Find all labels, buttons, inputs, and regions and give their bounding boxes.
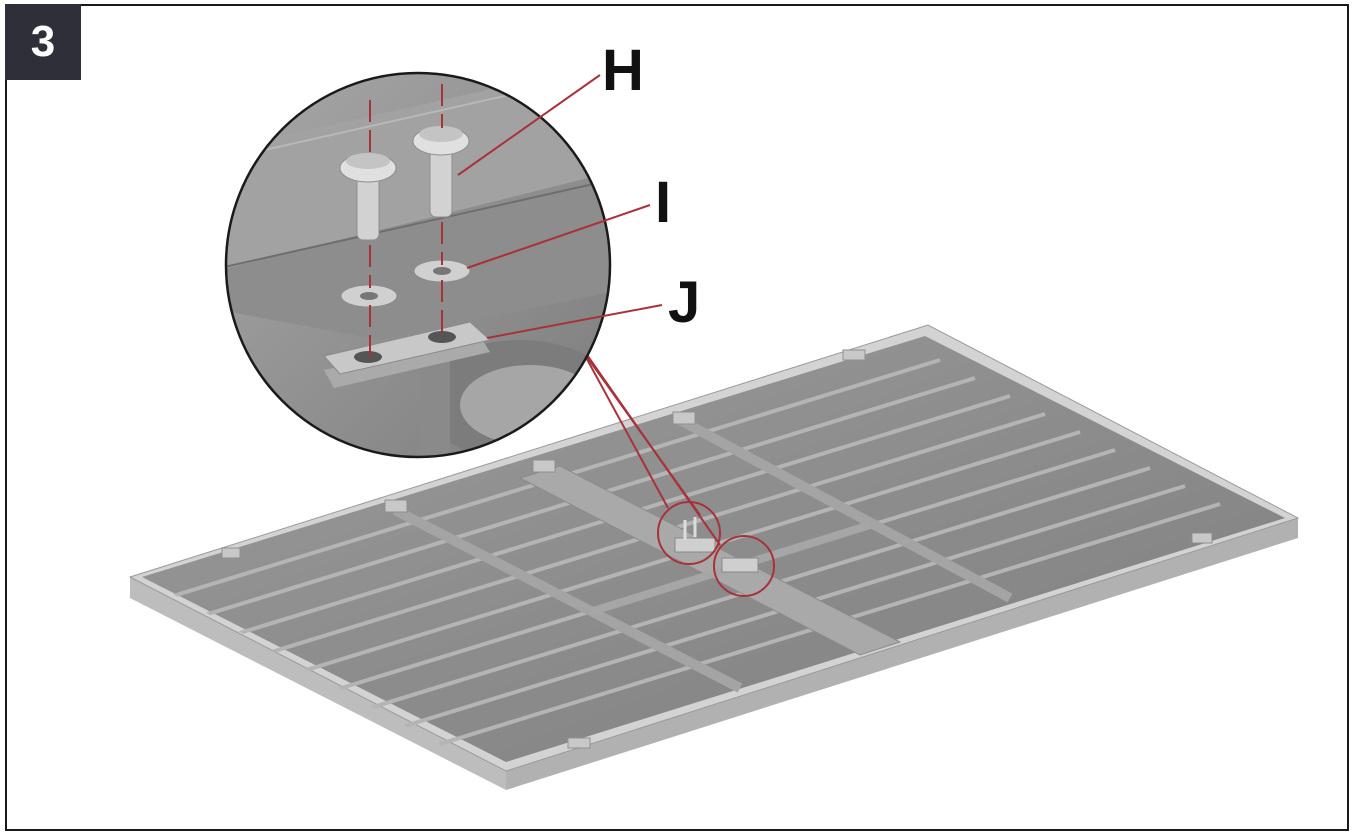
callout-j-label: J	[668, 270, 700, 335]
washers-i	[340, 259, 471, 308]
bracket-small	[674, 517, 759, 573]
step-number: 3	[30, 17, 56, 66]
leader-h	[457, 74, 601, 176]
callout-i-label: I	[655, 170, 671, 235]
zoom-detail-view	[224, 71, 612, 459]
step-number-badge: 3	[5, 4, 81, 80]
bracket-plate-j	[323, 321, 492, 388]
alignment-lines	[369, 84, 443, 360]
screws-h	[339, 126, 470, 241]
zoom-leader-lines	[581, 349, 721, 546]
rim-tabs	[221, 349, 1213, 749]
zoom-circle-border	[224, 71, 612, 459]
cross-braces	[392, 415, 1013, 693]
leader-j	[486, 304, 663, 339]
table-top-panel	[128, 324, 1300, 790]
callout-leaders	[457, 74, 663, 339]
callout-h-label: H	[602, 38, 644, 103]
detail-marker-right	[713, 535, 775, 597]
leader-i	[466, 204, 651, 269]
